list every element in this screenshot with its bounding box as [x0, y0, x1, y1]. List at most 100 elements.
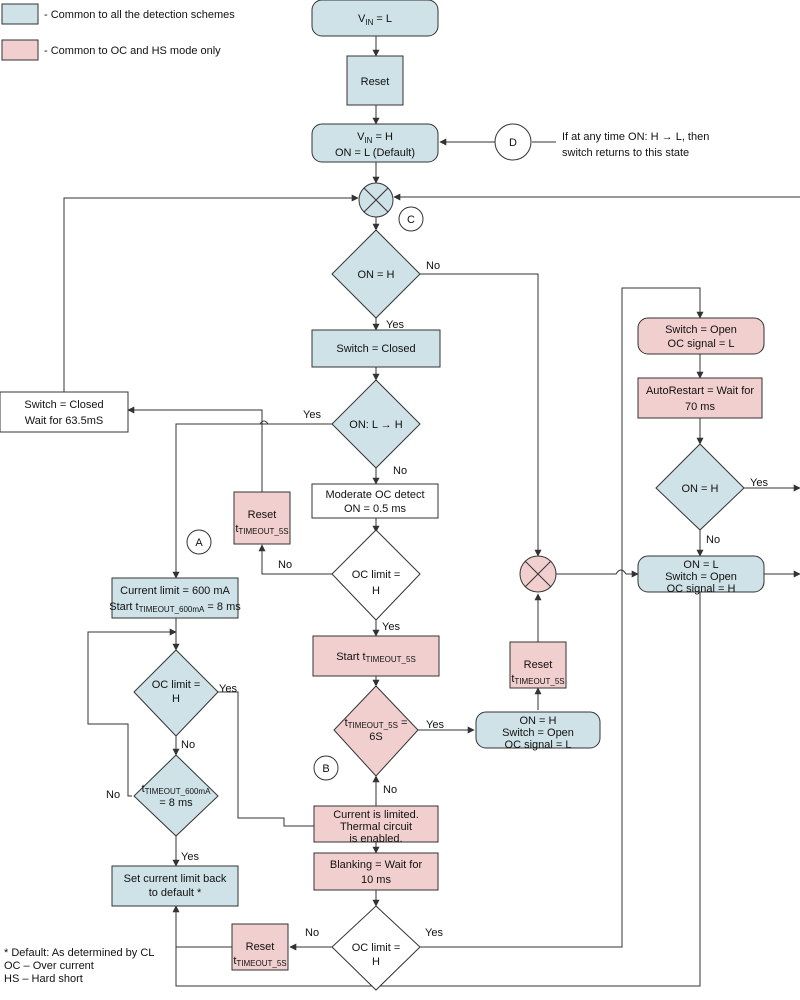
node-moderate-oc-line1: Moderate OC detect [325, 489, 424, 501]
merge-junction-c [358, 182, 394, 218]
merge-junction-right [519, 555, 557, 593]
node-switch-open-oc-l [637, 317, 765, 355]
connector-a [186, 529, 212, 555]
node-switch-closed-wait-line1: Switch = Closed [24, 399, 103, 411]
decision-on-l-to-h [331, 379, 421, 469]
node-vin-h-line2: ON = L (Default) [335, 147, 415, 159]
legend-common-oc-hs: - Common to OC and HS mode only [44, 45, 221, 57]
node-reset-right [509, 641, 567, 689]
node-on-l-switch-open-line3: OC signal = H [667, 583, 736, 595]
node-start-t5s [312, 635, 440, 677]
node-blanking [313, 852, 439, 891]
decision-t5s [333, 685, 419, 777]
node-vin-l [311, 0, 439, 37]
node-start-t5s-text: Start tTIMEOUT_5S [336, 651, 416, 664]
node-current-limited-line1: Current is limited. [333, 809, 419, 821]
edge-label-no-oc-bot: No [305, 927, 319, 939]
footnote-hs: HS – Hard short [4, 973, 83, 985]
node-autorestart [637, 377, 763, 419]
decision-on-eq-h-text: ON = H [358, 269, 395, 281]
decision-t600 [133, 754, 219, 837]
node-current-limit-line2: Start tTIMEOUT_600mA = 8 ms [109, 601, 241, 614]
edge-label-no-oc-mid: No [278, 559, 292, 571]
decision-on-l-to-h-text: ON: L → H [349, 419, 402, 431]
legend-common-all: - Common to all the detection schemes [44, 9, 235, 21]
node-current-limited [313, 805, 439, 843]
edge-label-yes-oc-bot: Yes [425, 927, 443, 939]
node-reset-bottom-title: Reset [246, 941, 275, 953]
decision-on-eq-h-right-text: ON = H [682, 483, 719, 495]
decision-on-eq-h-right [655, 443, 745, 531]
decision-oc-limit-bottom-line1: OC limit = [352, 942, 401, 954]
decision-t600-line2: = 8 ms [159, 797, 193, 809]
footnote-oc: OC – Over current [4, 960, 94, 972]
node-on-l-switch-open [637, 555, 765, 593]
connector-a-label: A [195, 537, 203, 549]
node-reset-right-sub: tTIMEOUT_5S [511, 673, 564, 686]
edge-label-yes-oc-left: Yes [219, 683, 237, 695]
connector-b [313, 755, 339, 781]
connector-d [494, 123, 532, 161]
node-reset-right-title: Reset [524, 659, 553, 671]
node-current-limit-line1: Current limit = 600 mA [120, 585, 230, 597]
node-reset-mid-title: Reset [248, 509, 277, 521]
node-blanking-line1: Blanking = Wait for [330, 859, 423, 871]
node-current-limit [111, 577, 239, 619]
node-reset-top-text: Reset [361, 76, 390, 88]
node-reset-top [346, 55, 404, 106]
connector-b-label: B [322, 763, 329, 775]
node-switch-closed-text: Switch = Closed [336, 343, 415, 355]
decision-oc-limit-mid-line1: OC limit = [352, 569, 401, 581]
node-vin-h-text: VIN = H [357, 131, 393, 145]
edge-label-no-t600: No [106, 789, 120, 801]
decision-oc-limit-left-line1: OC limit = [152, 679, 201, 691]
node-on-h-switch-open-line1: ON = H [520, 715, 557, 727]
decision-t600-line1: tTIMEOUT_600mA [142, 783, 212, 796]
node-moderate-oc [311, 483, 439, 519]
connectors [63, 36, 800, 987]
node-current-limited-line3: is enabled. [349, 833, 402, 845]
node-vin-l-text: VIN = L [358, 13, 392, 27]
footnote-default: * Default: As determined by CL [4, 947, 154, 959]
node-vin-h [311, 123, 439, 163]
node-on-l-switch-open-line2: Switch = Open [665, 571, 737, 583]
node-on-h-switch-open-line2: Switch = Open [502, 727, 574, 739]
node-reset-mid [233, 491, 291, 545]
node-reset-bottom [231, 923, 289, 971]
node-switch-closed-wait-line2: Wait for 63.5mS [25, 415, 103, 427]
node-moderate-oc-line2: ON = 0.5 ms [344, 503, 407, 515]
decision-oc-limit-mid [331, 529, 421, 621]
node-set-current-default [111, 865, 239, 907]
edge-label-no-on: No [426, 260, 440, 272]
edge-label-yes-oc-mid: Yes [382, 621, 400, 633]
d-note-line2: switch returns to this state [562, 147, 689, 159]
node-current-limited-line2: Thermal circuit [340, 821, 412, 833]
node-on-h-switch-open-line3: OC signal = L [505, 739, 572, 751]
legend-swatch-oc-hs [1, 39, 39, 61]
decision-oc-limit-left-line2: H [172, 693, 180, 705]
node-autorestart-line2: 70 ms [685, 401, 715, 413]
node-switch-open-oc-l-line2: OC signal = L [668, 338, 735, 350]
node-blanking-line2: 10 ms [361, 874, 391, 886]
edge-label-yes-on: Yes [386, 319, 404, 331]
node-reset-mid-sub: tTIMEOUT_5S [235, 523, 288, 536]
edge-label-no-oc-left: No [181, 739, 195, 751]
connector-c [398, 206, 424, 232]
node-on-h-switch-open [475, 711, 601, 749]
node-switch-closed-wait [0, 391, 129, 433]
node-reset-bottom-sub: tTIMEOUT_5S [233, 955, 286, 968]
decision-oc-limit-mid-line2: H [372, 585, 380, 597]
edge-label-no-onlh: No [393, 465, 407, 477]
edge-label-yes-onlh: Yes [303, 409, 321, 421]
d-note-line1: If at any time ON: H → L, then [562, 131, 709, 143]
legend-swatch-common-all [1, 3, 39, 25]
node-set-current-default-line2: to default * [149, 887, 202, 899]
node-set-current-default-line1: Set current limit back [124, 873, 227, 885]
decision-oc-limit-bottom-line2: H [372, 956, 380, 968]
node-autorestart-line1: AutoRestart = Wait for [646, 385, 754, 397]
node-on-l-switch-open-line1: ON = L [683, 559, 718, 571]
decision-oc-limit-left [133, 649, 219, 737]
edge-label-no-on-right: No [706, 534, 720, 546]
edge-label-yes-t5s: Yes [426, 719, 444, 731]
node-switch-open-oc-l-line1: Switch = Open [665, 324, 737, 336]
